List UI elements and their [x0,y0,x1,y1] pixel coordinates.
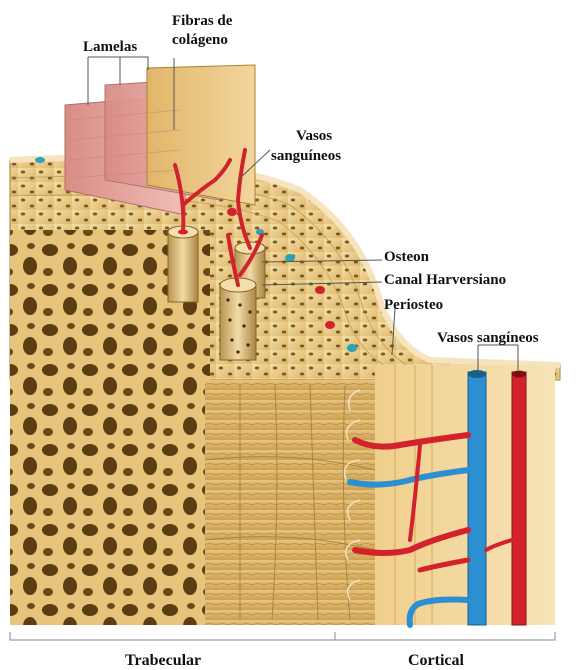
lamellae-sheets [65,65,255,215]
label-osteon: Osteon [384,249,429,266]
label-canal: Canal Harversiano [384,272,506,289]
red-vessel-main [512,372,526,625]
label-vasos-top-line1: Vasos [296,128,332,145]
blue-vessel-main [468,372,486,625]
cortical-bone [375,365,555,625]
bottom-bracket [10,632,555,640]
label-cortical: Cortical [408,652,464,669]
label-fibras-line1: Fibras de [172,13,232,30]
front-face [205,380,375,625]
label-fibras-line2: colágeno [172,32,228,49]
label-lamelas: Lamelas [83,39,137,56]
label-periosteo: Periosteo [384,297,443,314]
label-trabecular: Trabecular [125,652,201,669]
label-vasos-top-line2: sanguíneos [271,148,341,165]
label-vasos-right: Vasos sangíneos [437,330,539,347]
